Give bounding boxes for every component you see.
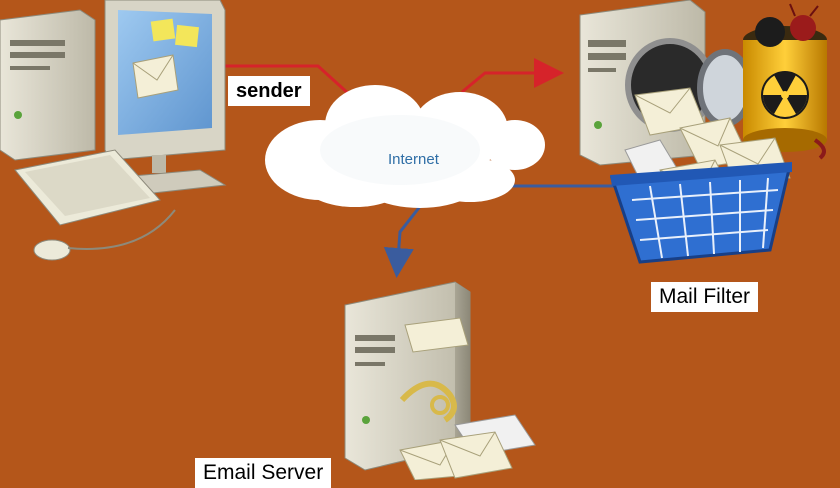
- desktop-computer-icon: [0, 0, 227, 261]
- email-server-label: Email Server: [195, 458, 332, 488]
- email-server-icon: [344, 281, 536, 481]
- internet-to-filter-arrow: [461, 58, 564, 94]
- internet-to-server-arrow: [383, 199, 427, 278]
- sender-label: sender: [228, 76, 310, 106]
- internet-cloud-icon: [265, 85, 545, 208]
- internet-label: Internet: [388, 151, 439, 168]
- mail-filter-label: Mail Filter: [651, 282, 759, 312]
- radioactive-barrel-icon: [743, 3, 827, 160]
- washing-machine-server-icon: [579, 0, 753, 166]
- sender-to-internet-arrow: [225, 64, 352, 97]
- mail-basket-icon: [609, 117, 792, 264]
